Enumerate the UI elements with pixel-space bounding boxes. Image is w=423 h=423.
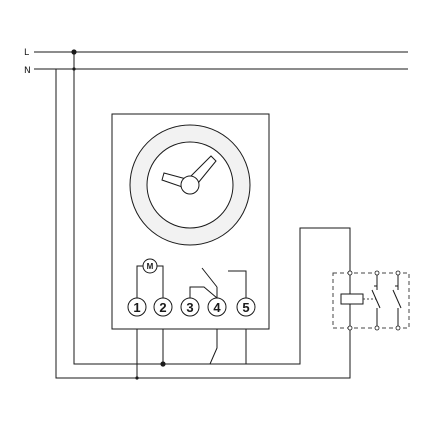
contactor xyxy=(332,270,410,331)
contactor-contacts xyxy=(347,270,402,331)
terminal-2: 2 xyxy=(153,297,173,317)
svg-text:1: 1 xyxy=(133,300,140,315)
motor-icon: M xyxy=(142,258,158,274)
junction-terminal-1 xyxy=(135,376,139,380)
switch-contact xyxy=(189,267,247,299)
svg-text:3: 3 xyxy=(186,300,193,315)
relay-coil-icon xyxy=(340,293,364,305)
terminal-3: 3 xyxy=(180,297,200,317)
svg-text:2: 2 xyxy=(159,300,166,315)
clock-dial-icon xyxy=(129,124,251,246)
line-label-n: N xyxy=(24,66,31,76)
contactor-housing xyxy=(332,272,410,329)
svg-text:4: 4 xyxy=(213,300,221,315)
svg-text:5: 5 xyxy=(242,300,249,315)
timer-unit: M 1 2 3 4 xyxy=(111,113,270,330)
supply-lines: L N xyxy=(24,48,408,76)
terminal-5: 5 xyxy=(236,297,256,317)
motor-circuit: M xyxy=(136,258,164,298)
wire-l-bus xyxy=(73,52,351,365)
svg-text:M: M xyxy=(147,262,154,271)
terminal-block: 1 2 3 4 5 xyxy=(127,297,256,317)
junction-terminal-2 xyxy=(160,361,166,367)
terminal-4: 4 xyxy=(207,297,227,317)
wire-n-bus xyxy=(55,69,351,379)
line-label-l: L xyxy=(24,48,29,58)
terminal-1: 1 xyxy=(127,297,147,317)
